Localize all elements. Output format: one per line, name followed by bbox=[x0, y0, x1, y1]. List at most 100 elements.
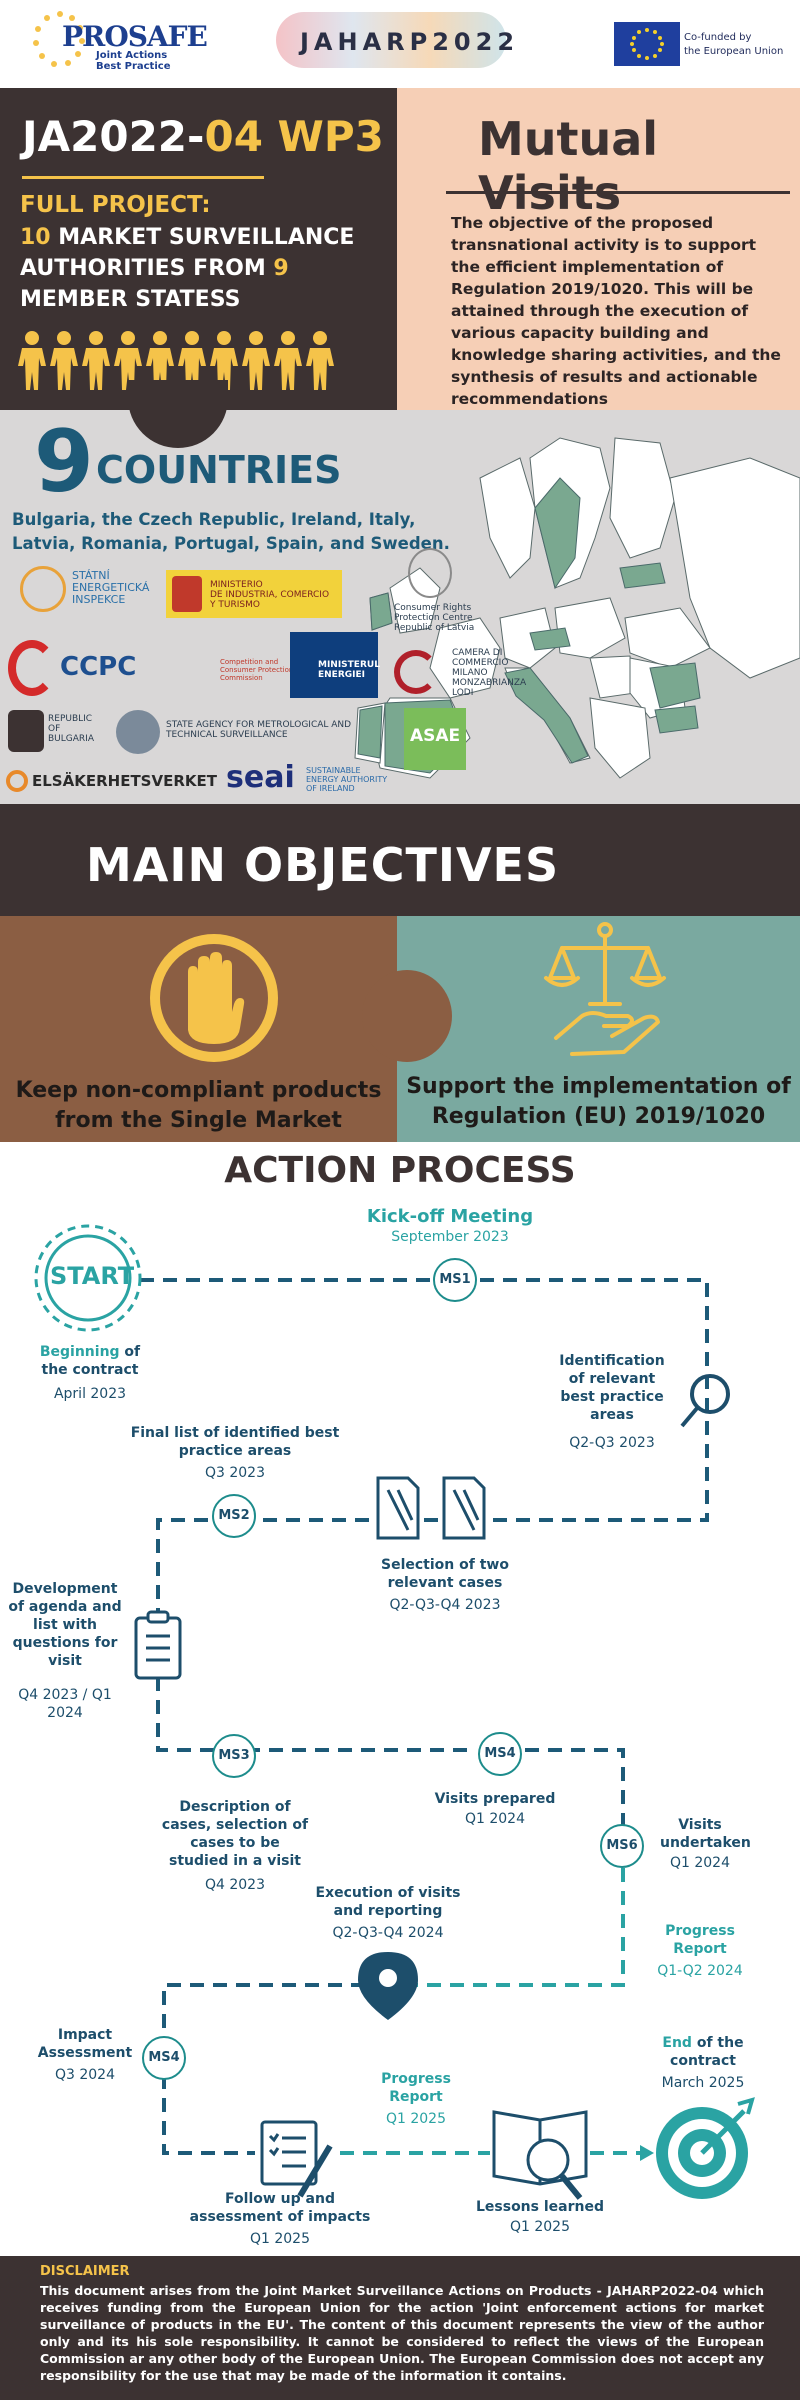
end-rest: of the contract bbox=[670, 2035, 744, 2069]
ministerio-text: MINISTERIO DE INDUSTRIA, COMERCIO Y TURI… bbox=[210, 580, 329, 610]
camera-line-5: LODI bbox=[452, 688, 474, 698]
identification-title: Identification of relevant best practice… bbox=[559, 1353, 665, 1423]
prosafe-sub-line-1: Joint Actions bbox=[96, 50, 168, 61]
country-list: Bulgaria, the Czech Republic, Ireland, I… bbox=[12, 510, 450, 553]
beginning-date: April 2023 bbox=[53, 1386, 127, 1402]
people-icons-row bbox=[18, 331, 334, 390]
milestone-ms4-a: MS4 bbox=[478, 1732, 522, 1776]
ccpc-sub-line-1: Competition and bbox=[220, 658, 279, 666]
process-flow-lines bbox=[34, 1224, 755, 2200]
consumer-rights-text: Consumer Rights Protection Centre Republ… bbox=[394, 603, 474, 633]
mutual-visits-description: The objective of the proposed transnatio… bbox=[451, 214, 781, 408]
ministerio-line-3: Y TURISMO bbox=[210, 600, 260, 610]
person-icon bbox=[274, 331, 302, 390]
description-title: Description of cases, selection of cases… bbox=[161, 1799, 309, 1869]
person-icon bbox=[82, 331, 110, 390]
progress-report-2-title: Progress Report bbox=[381, 2071, 451, 2105]
jaharp-logo-bg bbox=[276, 12, 506, 68]
person-icon bbox=[242, 331, 270, 390]
asae-logo: ASAE bbox=[404, 708, 466, 770]
camera-line-2: COMMERCIO bbox=[452, 658, 509, 668]
kickoff-title: Kick-off Meeting bbox=[366, 1206, 534, 1227]
ccpc-text: CCPC bbox=[60, 652, 137, 682]
seai-sub-line-2: ENERGY AUTHORITY bbox=[306, 775, 388, 784]
progress-report-1-date: Q1-Q2 2024 bbox=[657, 1963, 743, 1979]
ministerul-line-2: ENERGIEI bbox=[318, 670, 365, 680]
project-code-prefix: JA2022- bbox=[22, 112, 205, 161]
sameas-line-1: STATE AGENCY FOR METROLOGICAL AND bbox=[166, 720, 352, 730]
identification-date: Q2-Q3 2023 bbox=[569, 1435, 655, 1451]
objective-2-panel bbox=[397, 916, 800, 1142]
execution-title: Execution of visits and reporting bbox=[315, 1885, 461, 1919]
statni-energeticka-text: STÁTNÍ ENERGETICKÁ INSPEKCE bbox=[72, 570, 149, 606]
action-process-title: ACTION PROCESS bbox=[224, 1150, 576, 1191]
visits-prepared-date: Q1 2024 bbox=[464, 1811, 525, 1827]
scales-hand-icon bbox=[544, 922, 666, 1056]
person-icon bbox=[50, 331, 78, 390]
sameas-line-2: TECHNICAL SURVEILLANCE bbox=[166, 730, 288, 740]
ministerio-line-2: DE INDUSTRIA, COMERCIO bbox=[210, 590, 330, 600]
impact-date: Q3 2024 bbox=[54, 2067, 115, 2083]
crpc-line-3: Republic of Latvia bbox=[394, 623, 475, 633]
statni-line-3: INSPEKCE bbox=[72, 593, 126, 606]
objective-1-text: Keep non-compliant products from the Sin… bbox=[15, 1078, 382, 1133]
development-title: Development of agenda and list with ques… bbox=[8, 1581, 122, 1669]
map-czech bbox=[529, 627, 571, 651]
beginning-highlight: Beginning bbox=[39, 1344, 120, 1360]
map-latvia bbox=[619, 562, 666, 589]
start-label: START bbox=[50, 1262, 135, 1290]
statni-line-1: STÁTNÍ bbox=[72, 569, 110, 582]
eu-text-line-2: the European Union bbox=[684, 46, 784, 57]
eu-flag-icon bbox=[614, 22, 680, 66]
milestone-ms1: MS1 bbox=[433, 1258, 477, 1302]
ccpc-sub-line-2: Consumer Protection bbox=[220, 666, 294, 674]
ministerul-text: MINISTERUL ENERGIEI bbox=[318, 660, 380, 680]
camera-line-4: MONZABRIANZA bbox=[452, 678, 527, 688]
eu-text-line-1: Co-funded by bbox=[684, 32, 752, 43]
asae-text: ASAE bbox=[410, 726, 461, 746]
map-romania bbox=[649, 662, 701, 709]
elsakerhetsverket-logo-icon bbox=[6, 770, 28, 792]
beginning-contract: Beginning of the contract bbox=[30, 1343, 150, 1379]
milestone-ms6: MS6 bbox=[600, 1824, 644, 1868]
authorities-text: 10 MARKET SURVEILLANCE AUTHORITIES FROM … bbox=[20, 222, 380, 315]
mutual-visits-title: Mutual Visits bbox=[478, 112, 659, 220]
latvia-crest-icon bbox=[408, 548, 452, 598]
map-bulgaria bbox=[654, 705, 699, 734]
member-states-number: 9 bbox=[273, 256, 289, 281]
crpc-line-1: Consumer Rights bbox=[394, 603, 472, 613]
map-portugal bbox=[357, 705, 383, 759]
authorities-number: 10 bbox=[20, 225, 51, 250]
progress-report-2-date: Q1 2025 bbox=[385, 2111, 446, 2127]
documents-icon bbox=[376, 1476, 486, 1540]
eu-cofunded-text: Co-funded by the European Union bbox=[684, 31, 783, 59]
ccpc-sub-text: Competition and Consumer Protection Comm… bbox=[220, 658, 293, 682]
camera-line-1: CAMERA DI bbox=[452, 648, 503, 658]
progress-report-1-title: Progress Report bbox=[665, 1923, 735, 1957]
countries-number: 9 bbox=[34, 412, 94, 512]
ministerio-line-1: MINISTERIO bbox=[210, 580, 263, 590]
milestone-ms3: MS3 bbox=[212, 1734, 256, 1778]
prosafe-logo-subtitle: Joint Actions Best Practice bbox=[96, 50, 170, 72]
objectives-title-bar bbox=[0, 804, 800, 916]
final-list-title: Final list of identified best practice a… bbox=[130, 1425, 340, 1459]
bulgaria-crest-icon bbox=[8, 710, 44, 752]
objective-2-text: Support the implementation of Regulation… bbox=[406, 1074, 791, 1129]
milestone-ms4-b: MS4 bbox=[142, 2036, 186, 2080]
description-date: Q4 2023 bbox=[204, 1877, 265, 1893]
mutual-visits-panel bbox=[397, 88, 800, 410]
bulgaria-line-3: BULGARIA bbox=[48, 734, 94, 744]
seai-sub-line-1: SUSTAINABLE bbox=[306, 766, 361, 775]
lessons-title: Lessons learned bbox=[475, 2199, 604, 2215]
visits-undertaken-title: Visits undertaken bbox=[660, 1817, 751, 1851]
impact-title: Impact Assessment bbox=[37, 2027, 133, 2061]
map-sweden bbox=[534, 477, 581, 590]
elsakerhetsverket-text: ELSÄKERHETSVERKET bbox=[32, 772, 217, 790]
countries-label: COUNTRIES bbox=[96, 448, 342, 492]
map-ireland bbox=[369, 592, 393, 631]
full-project-label: FULL PROJECT: bbox=[20, 192, 211, 218]
statni-energeticka-logo-icon bbox=[20, 566, 66, 612]
end-date: March 2025 bbox=[661, 2075, 745, 2091]
seai-text: seai bbox=[226, 760, 295, 795]
puzzle-tab-shape-3 bbox=[362, 970, 452, 1062]
